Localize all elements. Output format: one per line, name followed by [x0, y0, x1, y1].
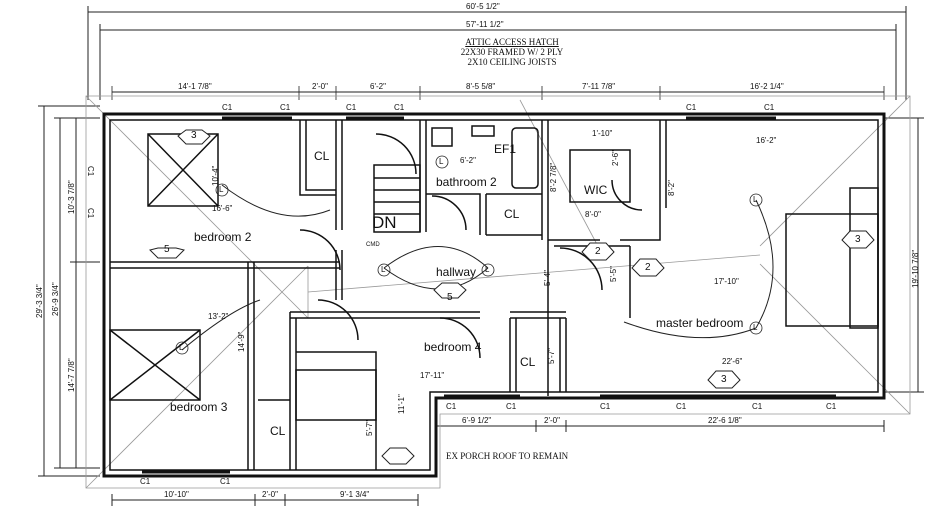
hex-tag-2: 5 [164, 244, 170, 255]
bottom-dim-1: 10'-10" [164, 490, 189, 499]
room-label-bedroom4: bedroom 4 [424, 340, 482, 354]
dim-2-6: 2'-6" [611, 150, 620, 166]
hex-tag-4: 2 [595, 246, 601, 257]
window-label: C1 [394, 103, 405, 112]
window-label: C1 [86, 166, 95, 177]
closet-label-3: CL [520, 355, 536, 369]
top-dim-3: 6'-2" [370, 82, 386, 91]
dim-13-2: 13'-2" [208, 312, 229, 321]
dim-10-4: 10'-4" [211, 165, 220, 186]
room-label-bedroom2: bedroom 2 [194, 230, 252, 244]
overall-width-dim: 60'-5 1/2" [466, 2, 500, 11]
window-label: C1 [764, 103, 775, 112]
bottom-dim-2: 2'-0" [262, 490, 278, 499]
window-label: C1 [346, 103, 357, 112]
dim-17-10: 17'-10" [714, 277, 739, 286]
inner-width-dim: 57'-11 1/2" [466, 20, 504, 29]
hex-tag-5: 2 [645, 262, 651, 273]
light-fixture: L [485, 265, 490, 274]
stair-down-label: DN [372, 213, 397, 232]
dim-22-6: 22'-6" [722, 357, 743, 366]
window-label: C1 [280, 103, 291, 112]
dim-8-2: 8'-2" [667, 180, 676, 196]
window-label: C1 [600, 402, 611, 411]
top-dim-5: 7'-11 7/8" [582, 82, 616, 91]
window-label: C1 [446, 402, 457, 411]
hex-tag-7: 3 [721, 374, 727, 385]
room-label-bedroom3: bedroom 3 [170, 400, 228, 414]
bottom-dim-6: 22'-6 1/8" [708, 416, 742, 425]
dim-5-4: 5'-4" [543, 270, 552, 286]
top-dim-1: 14'-1 7/8" [178, 82, 212, 91]
left-dim-4: 14'-7 7/8" [67, 358, 76, 392]
dim-5-7-closet: 5'-7" [365, 420, 374, 436]
window-label: C1 [826, 402, 837, 411]
bottom-dim-4: 6'-9 1/2" [462, 416, 492, 425]
light-fixture: L [381, 265, 386, 274]
dim-8-0: 8'-0" [585, 210, 601, 219]
light-fixture: L [753, 323, 758, 332]
dim-5-7: 5'-7" [547, 348, 556, 364]
top-dim-6: 16'-2 1/4" [750, 82, 784, 91]
room-label-master: master bedroom [656, 316, 744, 330]
dim-8-2-7-8: 8'-2 7/8" [549, 162, 558, 192]
dim-5-5: 5'-5" [609, 266, 618, 282]
light-fixture: L [179, 343, 184, 352]
room-label-wic: WIC [584, 183, 608, 197]
top-dim-2: 2'-0" [312, 82, 328, 91]
left-dim-3: 10'-3 7/8" [67, 180, 76, 214]
dim-16-6: 16'-6" [212, 204, 233, 213]
room-label-hallway: hallway [436, 265, 477, 279]
window-label: C1 [86, 208, 95, 219]
dim-16-2: 16'-2" [756, 136, 777, 145]
left-dim-2: 26'-9 3/4" [51, 282, 60, 316]
left-dim-1: 29'-3 3/4" [35, 284, 44, 318]
attic-note-line2: 2X10 CEILING JOISTS [467, 56, 557, 67]
bottom-dim-5: 2'-0" [544, 416, 560, 425]
light-fixture: L [753, 195, 758, 204]
window-label: C1 [220, 477, 231, 486]
window-label: C1 [222, 103, 233, 112]
hex-tag-3: 5 [447, 292, 453, 303]
dim-11-1: 11'-1" [397, 394, 406, 414]
dim-1-10: 1'-10" [592, 129, 613, 138]
right-dim-1: 19'-10 7/8" [911, 249, 920, 288]
top-dim-4: 8'-5 5/8" [466, 82, 496, 91]
closet-label-4: CL [270, 424, 286, 438]
window-label: C1 [140, 477, 151, 486]
window-label: C1 [676, 402, 687, 411]
light-fixture: L [439, 157, 444, 166]
attic-note-line1: 22X30 FRAMED W/ 2 PLY [460, 46, 564, 57]
hex-tag-1: 3 [191, 130, 197, 141]
closet-label-1: CL [314, 149, 330, 163]
window-label: C1 [752, 402, 763, 411]
bottom-dim-3: 9'-1 3/4" [340, 490, 370, 499]
window-label: C1 [506, 402, 517, 411]
porch-note: EX PORCH ROOF TO REMAIN [446, 451, 569, 461]
light-fixture: L [219, 185, 224, 194]
room-label-bathroom2: bathroom 2 [436, 175, 497, 189]
closet-label-2: CL [504, 207, 520, 221]
exhaust-fan-label: EF1 [494, 142, 517, 156]
cmd-detector-label: CMD [366, 242, 380, 248]
attic-access-note: ATTIC ACCESS HATCH 22X30 FRAMED W/ 2 PLY… [452, 37, 572, 68]
dim-6-2: 6'-2" [460, 156, 476, 165]
dim-14-9: 14'-9" [237, 331, 246, 352]
hex-tag-6: 3 [855, 234, 861, 245]
attic-note-title: ATTIC ACCESS HATCH [465, 37, 559, 47]
window-label: C1 [686, 103, 697, 112]
dim-17-11: 17'-11" [420, 371, 445, 380]
